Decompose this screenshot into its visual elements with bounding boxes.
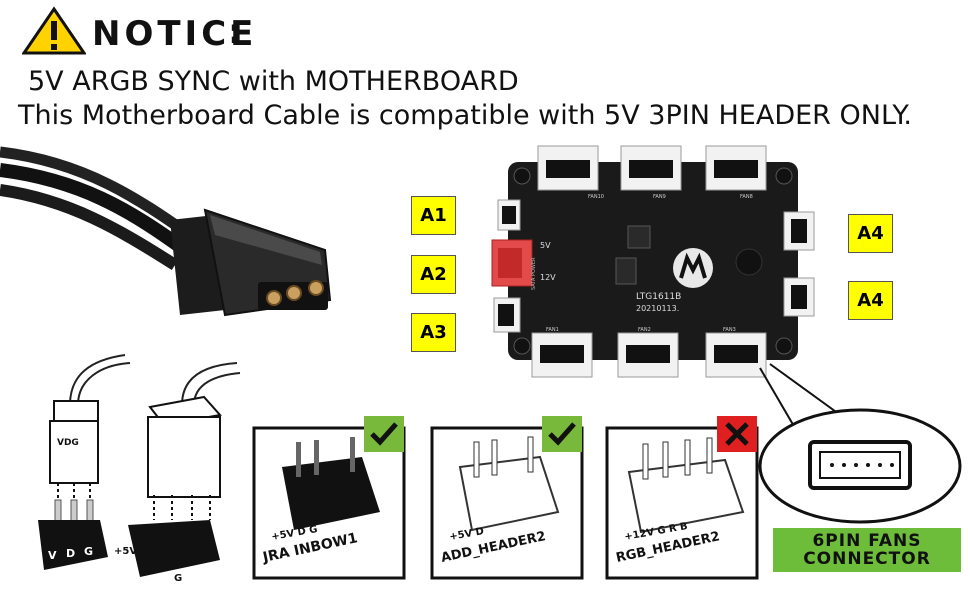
cross-icon xyxy=(725,422,749,446)
check-icon xyxy=(548,422,576,446)
board-port-fan2: FAN2 xyxy=(638,327,651,333)
port-tag-a2: A2 xyxy=(411,255,456,294)
board-5v-label: 5V xyxy=(540,241,551,250)
notice-line-1: 5V ARGB SYNC with MOTHERBOARD xyxy=(28,66,519,97)
header-card-jra: +5V D G JRA INBOW1 xyxy=(252,416,406,580)
argb-cable-image xyxy=(0,146,332,317)
header-card-add: +5V D ADD_HEADER2 xyxy=(430,416,584,580)
plug-3pin-pin-g: G xyxy=(84,545,93,558)
board-model: LTG1611B xyxy=(636,292,681,302)
plug-3pin-pin-d: D xyxy=(66,547,75,560)
check-icon xyxy=(370,422,398,446)
port-tag-a4-top: A4 xyxy=(848,214,893,253)
connector-label-line2: CONNECTOR xyxy=(803,549,931,569)
board-port-fan9: FAN9 xyxy=(653,194,666,200)
board-side-label: SATA POWER xyxy=(531,257,537,290)
plug-3pin-pin-v: V xyxy=(48,549,57,562)
board-port-fan8: FAN8 xyxy=(740,194,753,200)
board-port-fan3: FAN3 xyxy=(723,327,736,333)
connector-label-line1: 6PIN FANS xyxy=(812,531,922,551)
plug-4pin-pin-labels: +5V D xyxy=(114,546,149,557)
board-date: 20210113. xyxy=(636,304,679,313)
header-card-rgb: +12V G R B RGB_HEADER2 xyxy=(605,416,759,580)
board-12v-label: 12V xyxy=(540,273,556,282)
port-tag-a4-bottom: A4 xyxy=(848,281,893,320)
notice-line-2: This Motherboard Cable is compatible wit… xyxy=(18,100,913,131)
controller-board-image: FAN10 FAN9 FAN8 FAN1 FAN2 FAN3 5V 12V SA… xyxy=(491,145,815,378)
plug-4pin-diagram: +5V D G xyxy=(114,362,241,584)
board-port-fan10: FAN10 xyxy=(588,194,604,200)
connector-label: 6PIN FANS CONNECTOR xyxy=(773,528,961,572)
port-tag-a3: A3 xyxy=(411,313,456,352)
plug-4pin-pin-g: G xyxy=(174,573,182,584)
board-port-fan1: FAN1 xyxy=(546,327,559,333)
notice-colon: : xyxy=(228,12,242,52)
connector-callout xyxy=(758,363,962,524)
notice-title: NOTICE xyxy=(92,14,258,54)
plug-3pin-diagram: VDG V D G xyxy=(38,354,131,570)
plug-3pin-label: VDG xyxy=(57,438,79,448)
warning-icon xyxy=(22,6,86,55)
port-tag-a1: A1 xyxy=(411,196,456,235)
